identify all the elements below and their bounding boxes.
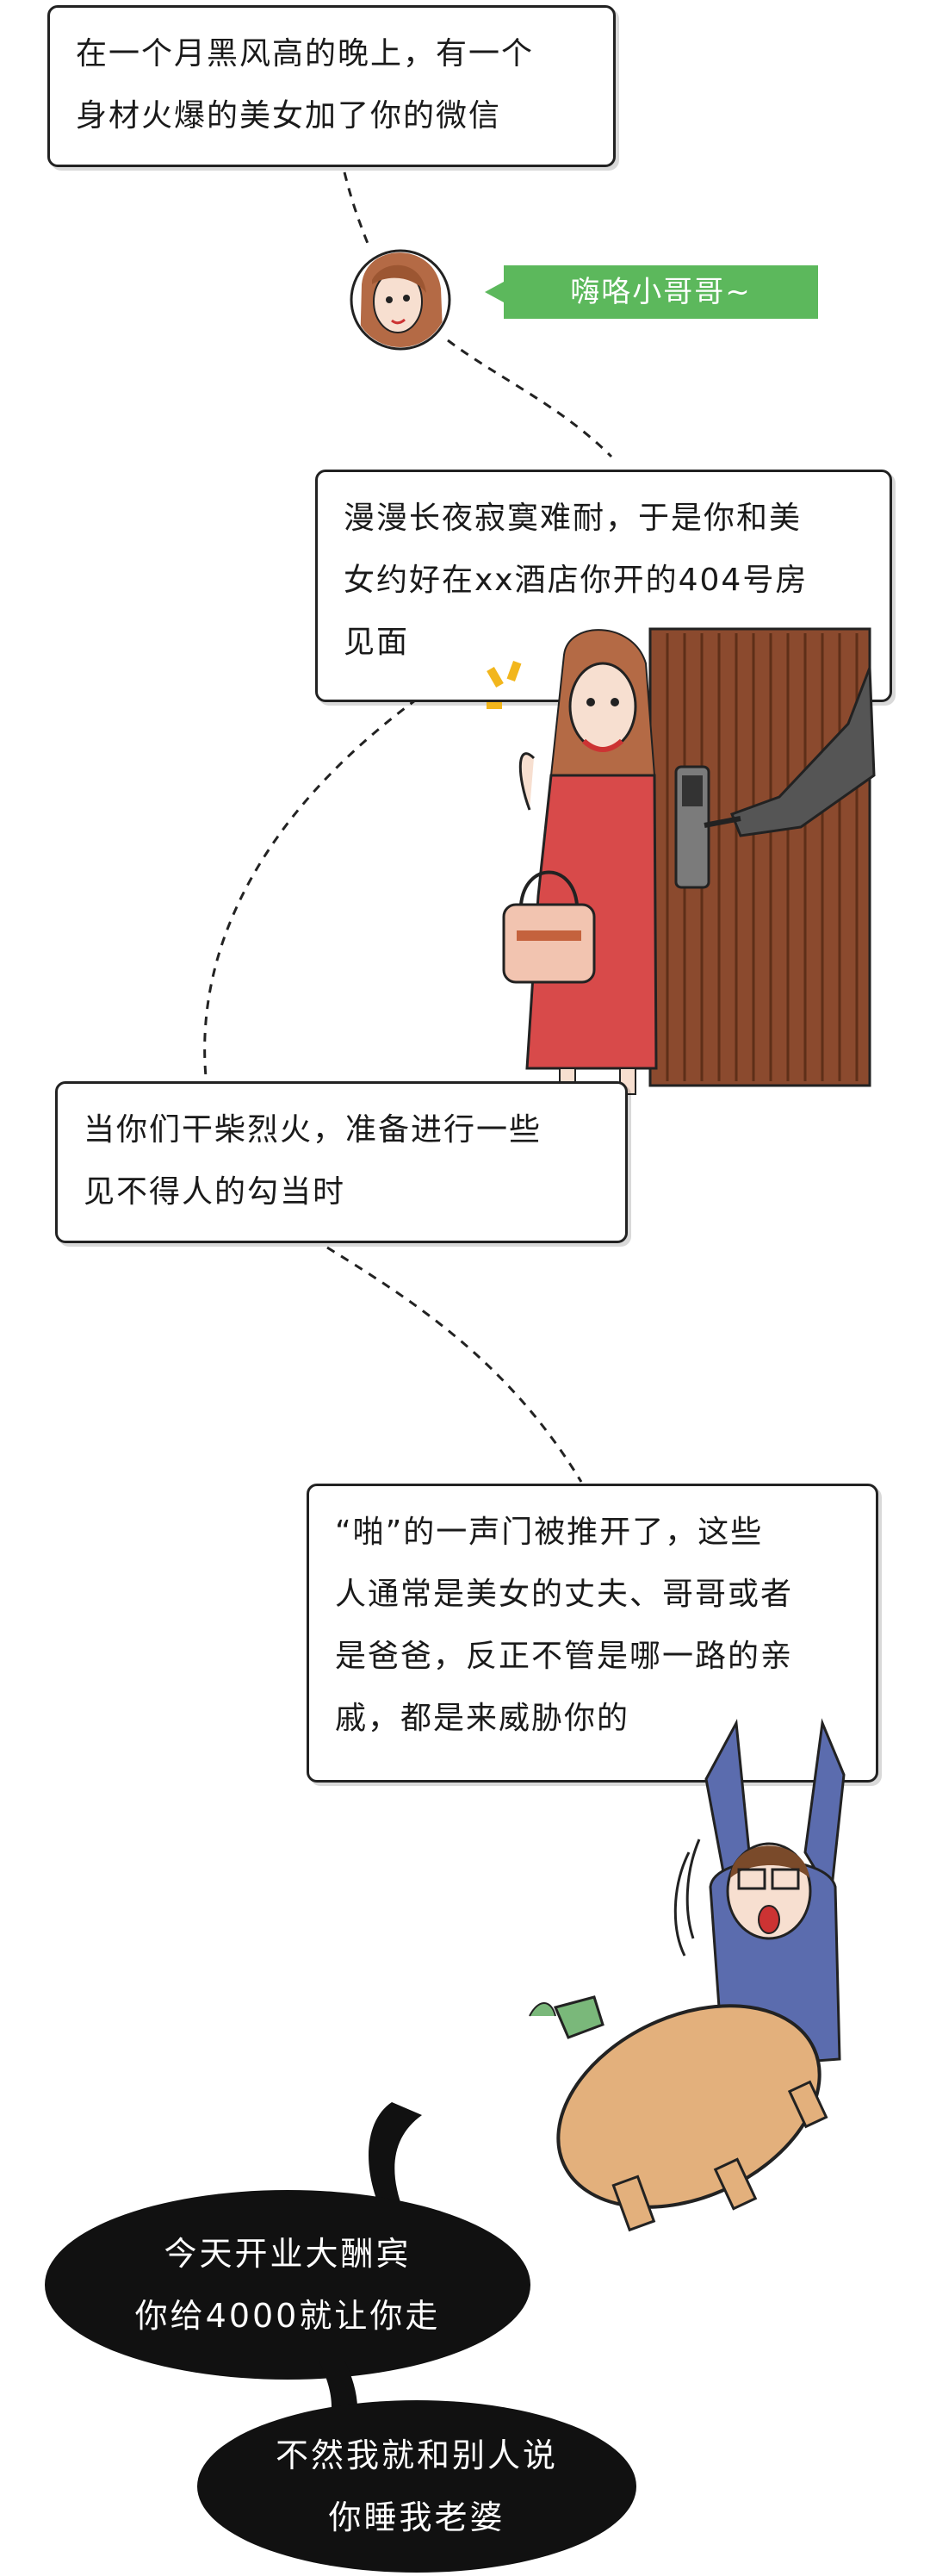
speech-1-line-1: 今天开业大酬宾	[164, 2235, 412, 2273]
narration-1-line-2: 身材火爆的美女加了你的微信	[76, 98, 502, 134]
narration-box-2: 漫漫长夜寂寞难耐，于是你和美 女约好在xx酒店你开的404号房 见面	[315, 470, 892, 702]
greeting-message-bubble: 嗨咯小哥哥~	[485, 265, 818, 319]
narration-3-line-2: 见不得人的勾当时	[84, 1174, 346, 1210]
narration-4-line-3: 是爸爸，反正不管是哪一路的亲	[335, 1639, 794, 1674]
speech-1-line-2: 你给4000就让你走	[134, 2297, 441, 2335]
speech-2-line-2: 你睡我老婆	[328, 2498, 505, 2536]
speech-text-1: 今天开业大酬宾 你给4000就让你走	[90, 2223, 486, 2347]
speech-2-line-1: 不然我就和别人说	[275, 2436, 558, 2474]
narration-2-line-2: 女约好在xx酒店你开的404号房	[344, 563, 809, 598]
narration-4-line-2: 人通常是美女的丈夫、哥哥或者	[335, 1577, 794, 1612]
connector-3	[203, 688, 431, 1086]
narration-3-line-1: 当你们干柴烈火，准备进行一些	[84, 1112, 542, 1148]
speech-text-2: 不然我就和别人说 你睡我老婆	[227, 2424, 606, 2548]
narration-2-line-3: 见面	[344, 625, 410, 660]
narration-box-1: 在一个月黑风高的晚上，有一个 身材火爆的美女加了你的微信	[47, 5, 616, 167]
narration-4-line-1: “啪”的一声门被推开了，这些	[335, 1515, 764, 1550]
narration-box-3: 当你们干柴烈火，准备进行一些 见不得人的勾当时	[55, 1081, 628, 1243]
connector-2	[447, 339, 613, 458]
connector-1	[343, 171, 372, 251]
narration-box-4: “啪”的一声门被推开了，这些 人通常是美女的丈夫、哥哥或者 是爸爸，反正不管是哪…	[307, 1484, 878, 1783]
narration-1-line-1: 在一个月黑风高的晚上，有一个	[76, 36, 535, 72]
narration-2-line-1: 漫漫长夜寂寞难耐，于是你和美	[344, 501, 803, 536]
narration-4-line-4: 戚，都是来威胁你的	[335, 1701, 630, 1736]
connector-4	[326, 1246, 583, 1483]
